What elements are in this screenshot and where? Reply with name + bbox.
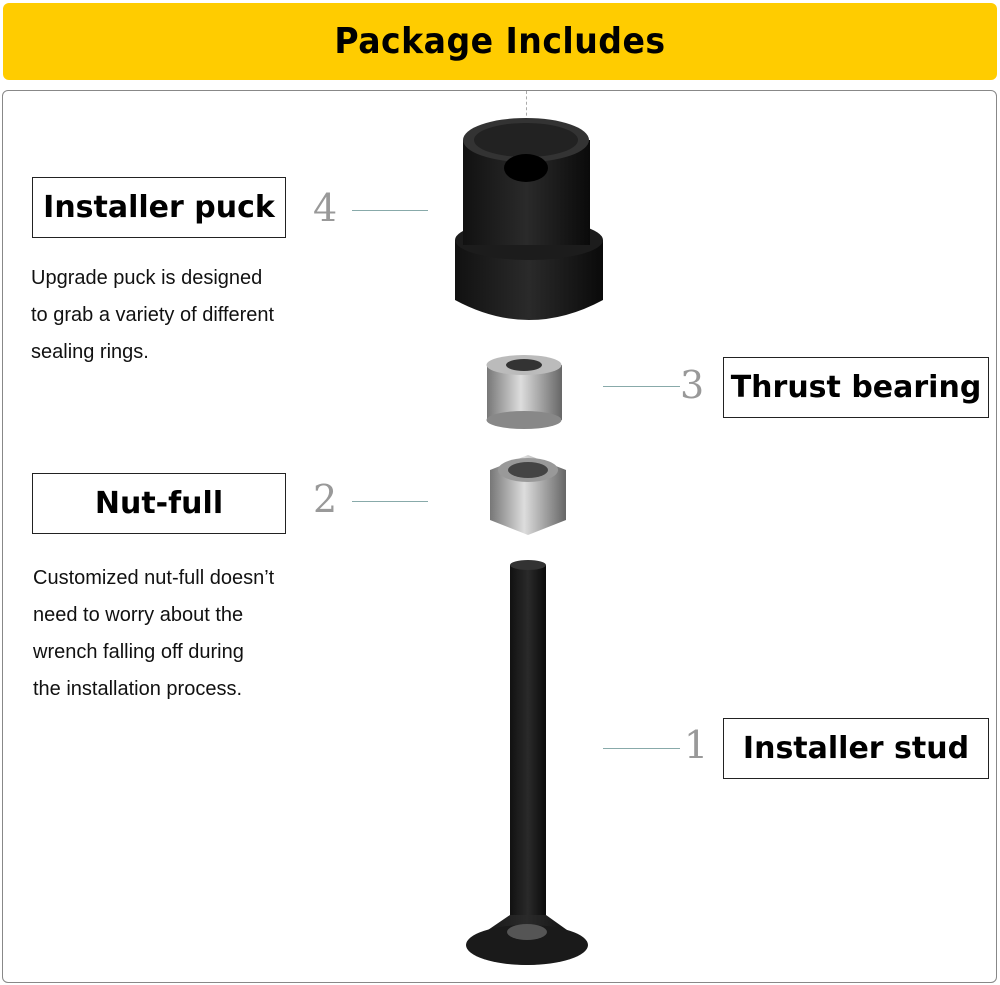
- desc-line: sealing rings.: [31, 341, 149, 363]
- label-installer-stud: Installer stud: [723, 718, 989, 779]
- number-4: 4: [313, 186, 338, 230]
- desc-line: to grab a variety of different: [31, 304, 275, 326]
- label-installer-puck: Installer puck: [32, 177, 286, 238]
- content-frame: [2, 90, 997, 983]
- desc-line: wrench falling off during: [33, 641, 244, 663]
- leader-line-3: [603, 386, 680, 387]
- label-thrust-bearing: Thrust bearing: [723, 357, 989, 418]
- desc-line: need to worry about the: [33, 604, 244, 626]
- desc-line: Customized nut-full doesn’t: [33, 567, 275, 589]
- nut-image: [490, 455, 566, 535]
- label-nut-full: Nut-full: [32, 473, 286, 534]
- description-installer-puck: Upgrade puck is designed to grab a varie…: [31, 260, 274, 371]
- desc-line: Upgrade puck is designed: [31, 267, 263, 289]
- leader-line-2: [352, 501, 428, 502]
- title: Package Includes: [334, 21, 666, 62]
- number-3: 3: [680, 363, 705, 407]
- description-nut-full: Customized nut-full doesn’t need to worr…: [33, 560, 274, 708]
- desc-line: the installation process.: [33, 678, 243, 700]
- installer-stud-image: [466, 560, 588, 965]
- title-banner: Package Includes: [3, 3, 997, 80]
- axis-dashed-line: [526, 91, 527, 121]
- leader-line-1: [603, 748, 680, 749]
- leader-line-4: [352, 210, 428, 211]
- installer-puck-image: [455, 118, 603, 320]
- number-1: 1: [684, 723, 709, 767]
- number-2: 2: [313, 477, 338, 521]
- thrust-bearing-image: [486, 355, 562, 429]
